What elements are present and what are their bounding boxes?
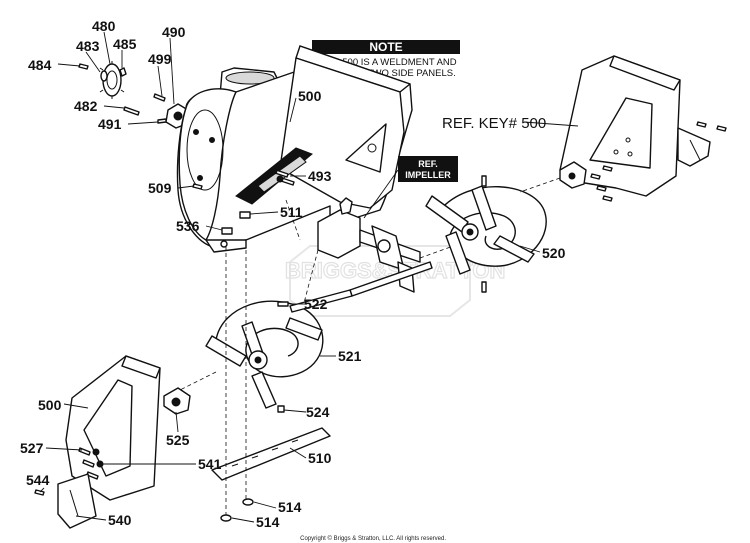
callout-509: 509 bbox=[148, 180, 172, 196]
callout-525: 525 bbox=[166, 432, 190, 448]
note-line-2: INCLUDES TWO SIDE PANELS. bbox=[316, 68, 456, 79]
skid-540 bbox=[57, 473, 97, 529]
gearbox-shaft-assembly: REF. IMPELLER bbox=[299, 156, 471, 319]
callout-520: 520 bbox=[542, 245, 566, 261]
ref-impeller-box bbox=[398, 156, 458, 182]
callout-510: 510 bbox=[308, 450, 332, 466]
bolt-484 bbox=[78, 63, 89, 70]
callout-514-right: 514 bbox=[278, 499, 302, 515]
note-title: NOTE bbox=[369, 40, 402, 54]
callout-511: 511 bbox=[280, 204, 303, 220]
callout-490: 490 bbox=[162, 24, 186, 40]
callout-483: 483 bbox=[76, 38, 100, 54]
ref-impeller-line-2: IMPELLER bbox=[405, 170, 451, 180]
note-box: NOTE KEY# 500 IS A WELDMENT AND INCLUDES… bbox=[312, 40, 460, 79]
bolt-522 bbox=[277, 301, 289, 307]
callout-541: 541 bbox=[198, 456, 222, 472]
bolt-499 bbox=[153, 93, 166, 102]
bolt-544 bbox=[34, 489, 45, 496]
leader-lines bbox=[39, 31, 579, 523]
nut-514-b bbox=[242, 498, 254, 506]
callout-521: 521 bbox=[338, 348, 362, 364]
callout-485: 485 bbox=[113, 36, 137, 52]
auger-left-521 bbox=[179, 289, 353, 413]
callout-484: 484 bbox=[28, 57, 52, 73]
shave-plate-510 bbox=[211, 211, 331, 522]
bolt-511 bbox=[239, 211, 251, 219]
nut-524 bbox=[277, 405, 285, 413]
callout-labels: 480 483 485 490 484 499 482 491 500 493 … bbox=[20, 18, 566, 530]
callout-524: 524 bbox=[306, 404, 330, 420]
callout-493: 493 bbox=[308, 168, 332, 184]
side-panel-right bbox=[519, 55, 727, 202]
nut-514-a bbox=[220, 514, 232, 522]
auger-flight-left bbox=[215, 300, 324, 378]
key-482 bbox=[123, 106, 140, 116]
ref-impeller-line-1: REF. bbox=[418, 159, 438, 169]
callout-491: 491 bbox=[98, 116, 122, 132]
ref-key-500-label: REF. KEY# 500 bbox=[442, 115, 546, 132]
side-cutout bbox=[345, 123, 387, 173]
shave-plate-body bbox=[211, 427, 331, 481]
callout-514-left: 514 bbox=[256, 514, 280, 530]
callout-499: 499 bbox=[148, 51, 172, 67]
auger-housing-500 bbox=[176, 45, 413, 253]
bolt-491 bbox=[157, 118, 167, 124]
housing-end-cap bbox=[178, 88, 237, 241]
callout-544: 544 bbox=[26, 472, 50, 488]
nut-485 bbox=[119, 67, 127, 77]
note-line-1: KEY# 500 IS A WELDMENT AND bbox=[315, 57, 456, 68]
callout-500-upper: 500 bbox=[298, 88, 322, 104]
callout-522: 522 bbox=[304, 296, 328, 312]
bolt-536 bbox=[221, 227, 233, 235]
auger-right-520 bbox=[425, 175, 547, 293]
callout-480: 480 bbox=[92, 18, 116, 34]
callout-500-lower: 500 bbox=[38, 397, 62, 413]
callout-540: 540 bbox=[108, 512, 132, 528]
callout-527: 527 bbox=[20, 440, 44, 456]
gearbox-housing bbox=[317, 209, 361, 259]
side-panel-left bbox=[34, 355, 191, 529]
callout-536: 536 bbox=[176, 218, 200, 234]
side-panel-right-cutout bbox=[589, 97, 653, 169]
copyright-text: Copyright © Briggs & Stratton, LLC. All … bbox=[300, 535, 446, 542]
washer-483 bbox=[100, 70, 108, 82]
callout-482: 482 bbox=[74, 98, 98, 114]
